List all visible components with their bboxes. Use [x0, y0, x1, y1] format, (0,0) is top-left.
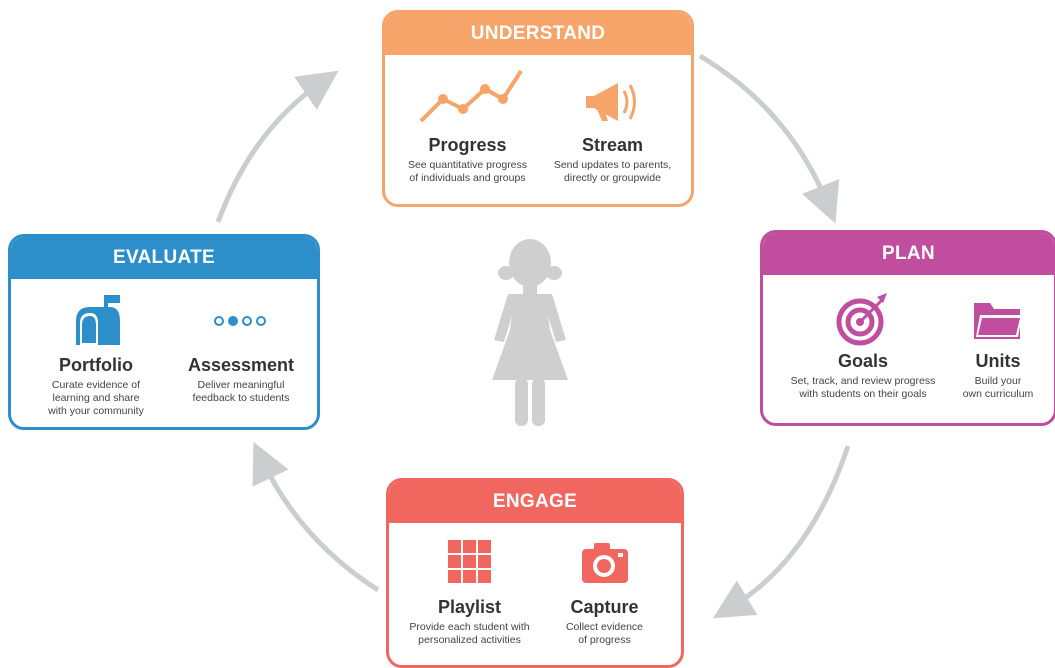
playlist-item[interactable]: Playlist Provide each student with perso…	[397, 537, 542, 647]
capture-label: Capture	[570, 597, 639, 617]
engage-card: ENGAGE Playlist Provide each student wit…	[386, 478, 684, 668]
progress-item[interactable]: Progress See quantitative progress of in…	[395, 69, 540, 185]
stream-item[interactable]: Stream Send updates to parents, directly…	[540, 69, 685, 185]
dots-icon	[214, 316, 266, 326]
goals-label: Goals	[837, 351, 889, 371]
progress-label: Progress	[428, 135, 507, 155]
assessment-label: Assessment	[187, 355, 295, 375]
folder-icon	[974, 303, 1022, 339]
engage-header: ENGAGE	[389, 481, 681, 523]
playlist-label: Playlist	[437, 597, 502, 617]
evaluate-header: EVALUATE	[11, 237, 317, 279]
assessment-item[interactable]: Assessment Deliver meaningful feedback t…	[171, 291, 311, 405]
grid-icon	[447, 540, 491, 583]
portfolio-label: Portfolio	[59, 355, 133, 375]
arrow-evaluate-to-understand	[215, 70, 339, 223]
goals-item[interactable]: Goals Set, track, and review progress wi…	[778, 291, 948, 401]
understand-card: UNDERSTAND Progress See quantitative pro…	[382, 10, 694, 207]
target-icon	[836, 293, 887, 346]
assessment-desc: Deliver meaningful feedback to students	[192, 379, 290, 404]
units-item[interactable]: Units Build your own curriculum	[948, 291, 1048, 401]
arrow-understand-to-plan	[698, 53, 840, 224]
stream-label: Stream	[581, 135, 644, 155]
mailbox-icon	[76, 295, 120, 345]
capture-item[interactable]: Capture Collect evidence of progress	[537, 537, 672, 647]
camera-icon	[581, 543, 628, 583]
playlist-desc: Provide each student with personalized a…	[409, 621, 530, 646]
student-figure-icon	[492, 239, 568, 426]
arrow-engage-to-evaluate	[252, 441, 380, 593]
units-desc: Build your own curriculum	[962, 375, 1034, 400]
plan-header: PLAN	[763, 233, 1054, 275]
line-chart-icon	[419, 69, 523, 123]
goals-desc: Set, track, and review progress with stu…	[790, 375, 936, 400]
capture-desc: Collect evidence of progress	[565, 621, 644, 646]
progress-desc: See quantitative progress of individuals…	[407, 159, 528, 184]
portfolio-desc: Curate evidence of learning and share wi…	[48, 379, 144, 417]
understand-header: UNDERSTAND	[385, 13, 691, 55]
plan-card: PLAN Goals Set, track, and review progre…	[760, 230, 1055, 426]
arrow-plan-to-engage	[712, 445, 851, 619]
evaluate-card: EVALUATE Portfolio Curate evidence of le…	[8, 234, 320, 430]
portfolio-item[interactable]: Portfolio Curate evidence of learning an…	[26, 291, 166, 418]
megaphone-icon	[585, 83, 636, 121]
stream-desc: Send updates to parents, directly or gro…	[553, 159, 672, 184]
units-label: Units	[975, 351, 1021, 371]
